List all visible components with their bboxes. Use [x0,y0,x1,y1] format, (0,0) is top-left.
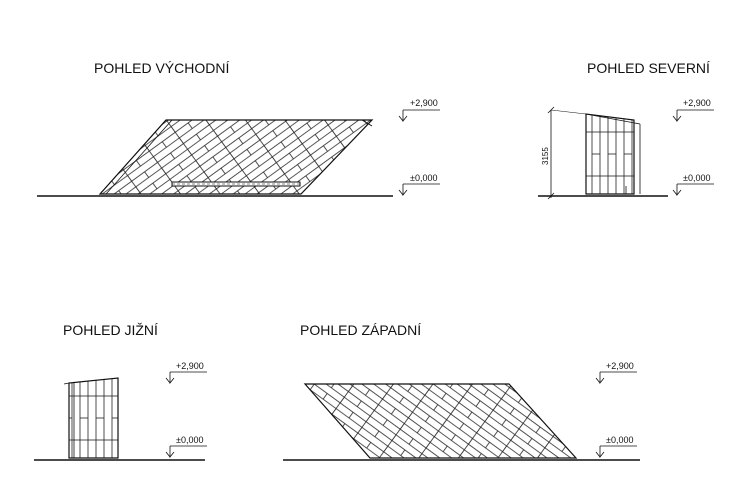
east-facade-edge [99,119,173,195]
north-level-top: +2,900 [672,98,714,123]
west-level-top: +2,900 [595,361,637,385]
south-level-bottom-label: ±0,000 [176,435,203,445]
north-elevation: POHLED SEVERNÍ 3155 +2,900 ±0,000 [538,60,714,200]
east-level-top: +2,900 [398,98,440,123]
east-opening [171,181,301,187]
west-elevation: POHLED ZÁPADNÍ +2,900 ±0,000 [283,322,640,461]
east-view-title: POHLED VÝCHODNÍ [94,60,229,76]
east-roof-edge [361,119,373,127]
north-dimension: 3155 [541,106,587,200]
south-level-top-label: +2,900 [176,361,204,371]
south-facade [68,377,119,459]
north-level-bottom-label: ±0,000 [683,173,710,183]
west-facade [303,383,578,459]
south-view-title: POHLED JIŽNÍ [63,322,158,338]
east-level-bottom-label: ±0,000 [410,173,437,183]
north-facade [585,113,635,195]
north-dimension-label: 3155 [541,147,550,165]
north-roof-edge [585,113,641,125]
east-level-bottom: ±0,000 [398,173,440,197]
west-level-bottom-label: ±0,000 [606,435,633,445]
east-level-top-label: +2,900 [410,98,438,108]
south-level-top: +2,900 [165,361,207,385]
north-level-bottom: ±0,000 [672,173,714,197]
south-elevation: POHLED JIŽNÍ +2,900 ±0,000 [34,322,207,461]
north-level-top-label: +2,900 [683,98,711,108]
north-view-title: POHLED SEVERNÍ [587,60,710,76]
west-level-top-label: +2,900 [606,361,634,371]
east-elevation: POHLED VÝCHODNÍ +2,900 ±0,000 [37,60,440,197]
west-level-bottom: ±0,000 [595,435,637,459]
south-level-bottom: ±0,000 [165,435,207,459]
west-view-title: POHLED ZÁPADNÍ [300,322,421,338]
